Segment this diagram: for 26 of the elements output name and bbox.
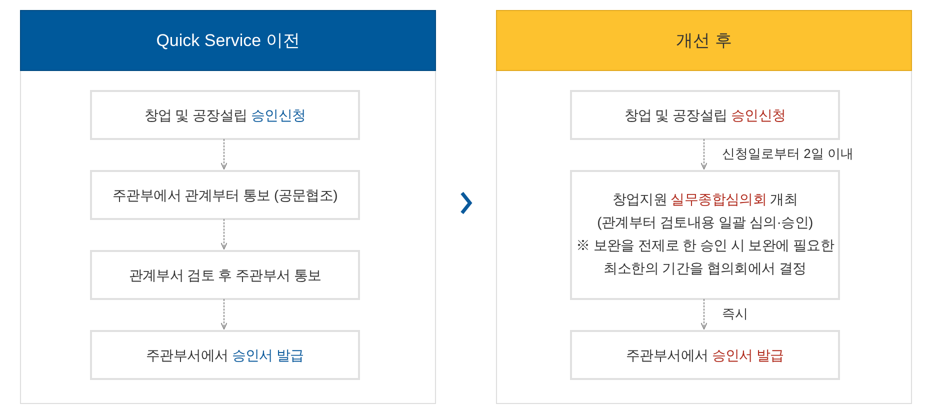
step-text: 창업 및 공장설립 승인신청 bbox=[624, 106, 786, 124]
process-box bbox=[90, 330, 360, 380]
process-box bbox=[570, 90, 840, 140]
process-box bbox=[570, 330, 840, 380]
step-text: 주관부서에서 승인서 발급 bbox=[146, 346, 304, 364]
step-text: 관계부서 검토 후 주관부서 통보 bbox=[128, 266, 322, 284]
arrow bbox=[700, 138, 708, 170]
flow-panel bbox=[496, 10, 912, 404]
step-text: 주관부서에서 승인서 발급 bbox=[626, 346, 784, 364]
step-text: 창업 및 공장설립 승인신청 bbox=[144, 106, 306, 124]
step-text: 주관부에서 관계부터 통보 (공문협조) bbox=[112, 186, 338, 205]
process-box bbox=[570, 170, 840, 300]
process-box bbox=[90, 170, 360, 220]
step-text: 창업지원 실무종합심의회 개최 bbox=[612, 190, 798, 209]
arrow bbox=[220, 138, 228, 170]
process-box bbox=[90, 90, 360, 140]
panel-title: 개선 후 bbox=[676, 30, 732, 52]
step-note: ※ 보완을 전제로 한 승인 시 보완에 필요한 최소한의 기간을 협의회에서 결정 bbox=[574, 236, 836, 278]
arrow bbox=[220, 298, 228, 330]
flow-panel bbox=[20, 10, 436, 404]
process-box bbox=[90, 250, 360, 300]
arrow bbox=[700, 298, 708, 330]
panel-title: Quick Service 이전 bbox=[156, 30, 300, 52]
step-note: (관계부터 검토내용 일괄 심의·승인) bbox=[597, 213, 813, 232]
chevron-arrow bbox=[460, 192, 472, 214]
arrow bbox=[220, 218, 228, 250]
